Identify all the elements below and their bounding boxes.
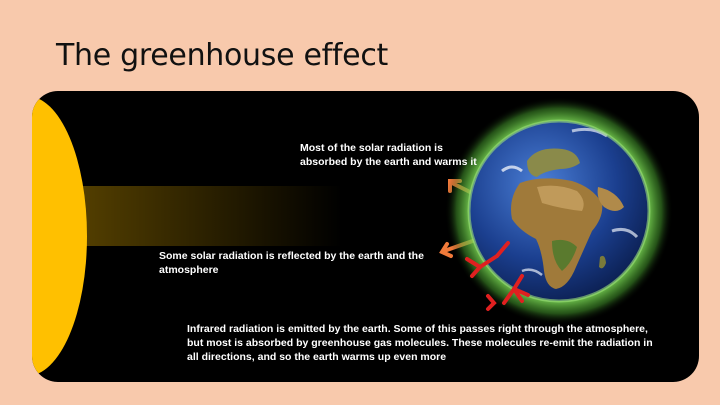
diagram-graphics	[32, 91, 673, 382]
slide-title: The greenhouse effect	[56, 38, 388, 73]
caption-infrared-radiation: Infrared radiation is emitted by the ear…	[187, 323, 653, 363]
caption-absorbed-radiation: Most of the solar radiation is absorbed …	[300, 142, 477, 168]
earth-globe-icon	[445, 97, 673, 325]
greenhouse-diagram-panel: Most of the solar radiation is absorbed …	[32, 91, 699, 382]
caption-reflected-radiation: Some solar radiation is reflected by the…	[159, 250, 424, 276]
infrared-rays	[465, 241, 530, 311]
